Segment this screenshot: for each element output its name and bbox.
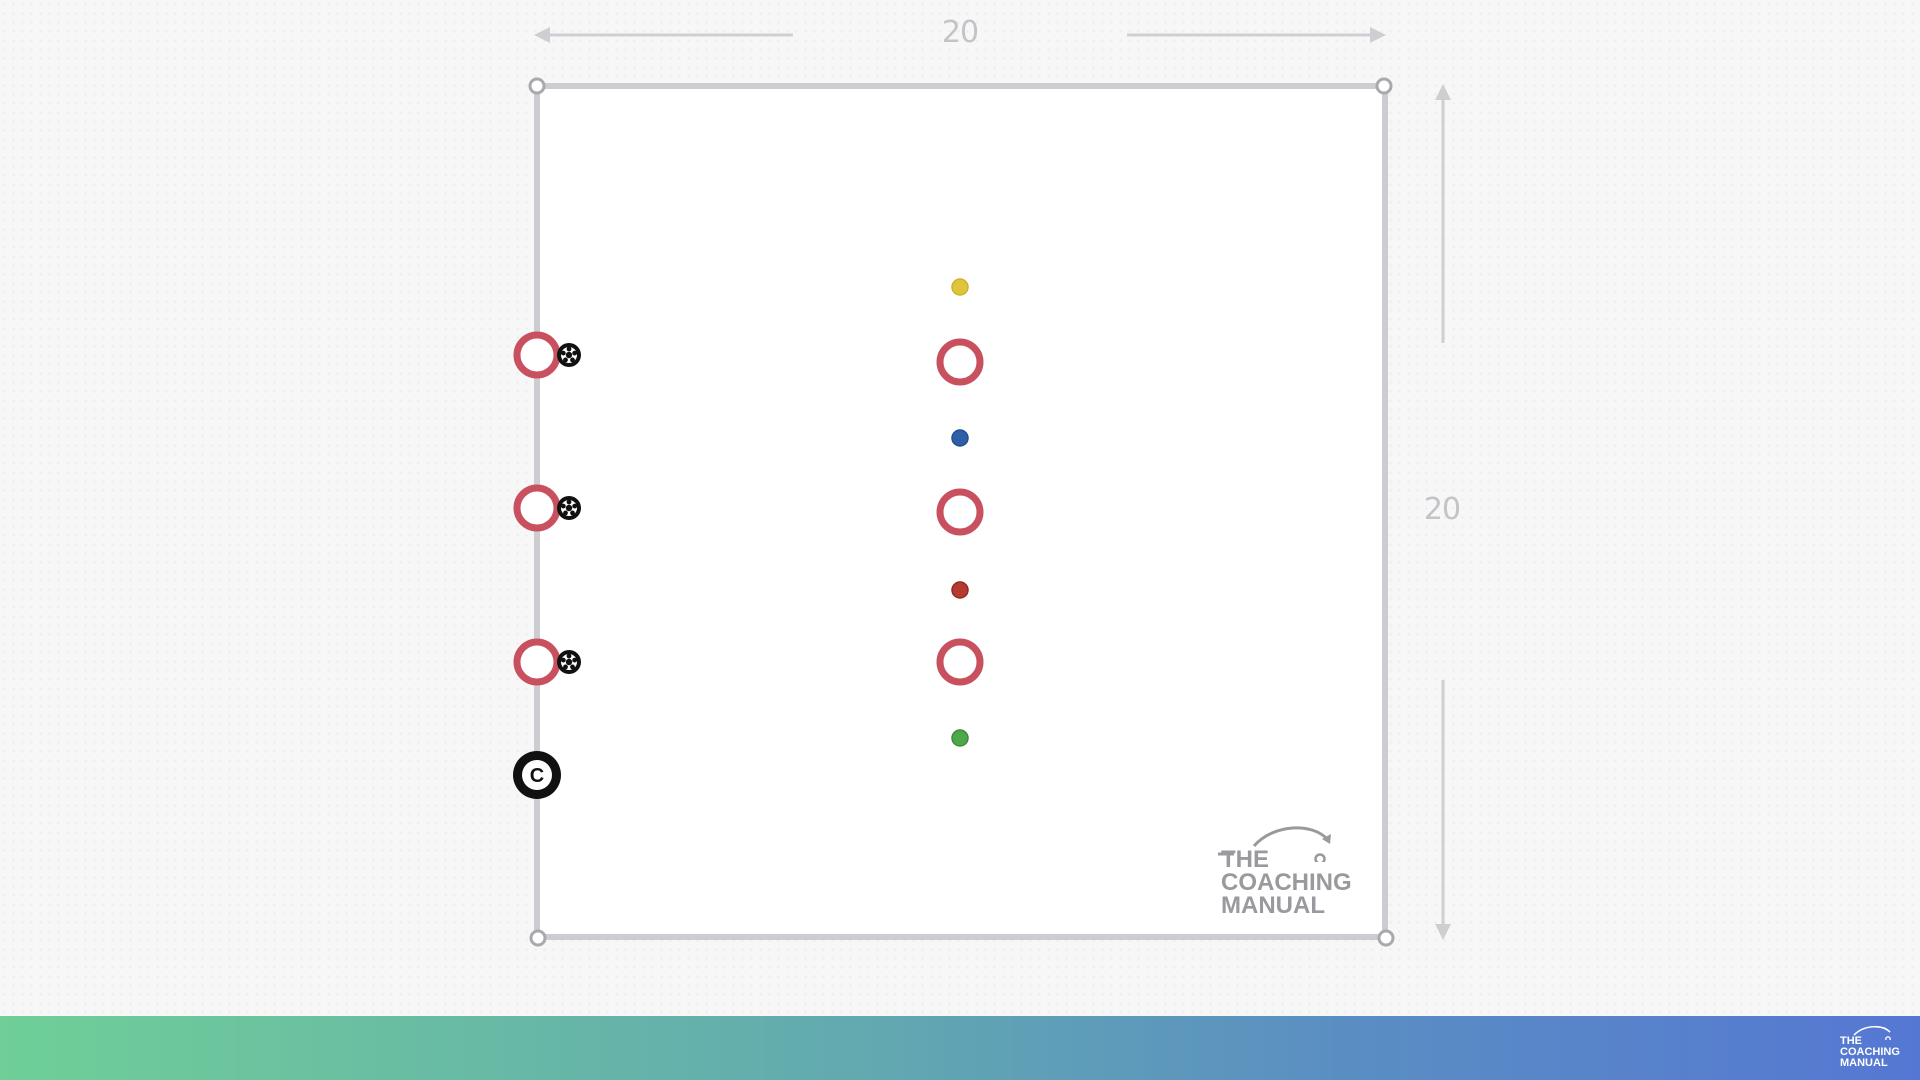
- width-dimension-label: 20: [941, 15, 979, 50]
- footer-logo-line-1: THE: [1840, 1035, 1862, 1047]
- height-dimension-arrows: [1435, 84, 1451, 940]
- yellow-dot-marker: [951, 278, 969, 296]
- center-column: [936, 278, 984, 747]
- width-arrow-right-head: [1370, 27, 1386, 43]
- width-dimension-arrows: [534, 27, 1386, 43]
- footer-swoosh-icon: [1853, 1025, 1891, 1040]
- red-dot-marker: [951, 581, 969, 599]
- blue-dot-marker: [951, 429, 969, 447]
- drill-diagram: C: [513, 27, 1451, 947]
- cone-marker: [513, 638, 561, 686]
- width-arrow-left-head: [534, 27, 550, 43]
- watermark-line-2: COACHING: [1221, 869, 1352, 896]
- footer-logo-line-2: COACHING: [1840, 1046, 1900, 1058]
- cone-marker: [936, 338, 984, 386]
- cone-marker: [936, 638, 984, 686]
- coach-marker: C: [513, 751, 561, 799]
- corner-post-bottom-right: [1377, 929, 1395, 947]
- footer-bar: [0, 1016, 1920, 1080]
- coaching-manual-watermark: THE COACHING MANUAL: [1218, 824, 1368, 920]
- footer-logo-line-3: MANUAL: [1840, 1057, 1888, 1069]
- coach-symbol: C: [530, 765, 544, 787]
- footer-logo: THE COACHING MANUAL: [1838, 1025, 1914, 1074]
- cone-marker: [936, 488, 984, 536]
- height-arrow-bottom-head: [1435, 924, 1451, 940]
- corner-post-top-left: [528, 77, 546, 95]
- ball-icon: [557, 496, 581, 520]
- height-dimension-label: 20: [1423, 492, 1461, 527]
- left-cone-group: [513, 331, 561, 686]
- watermark-line-1: THE: [1221, 846, 1269, 873]
- corner-post-bottom-left: [529, 929, 547, 947]
- cone-marker: [513, 484, 561, 532]
- corner-post-top-right: [1375, 77, 1393, 95]
- green-dot-marker: [951, 729, 969, 747]
- ball-icon: [557, 650, 581, 674]
- ball-icon: [557, 343, 581, 367]
- watermark-swoosh-icon: [1218, 826, 1331, 862]
- height-arrow-top-head: [1435, 84, 1451, 100]
- cone-marker: [513, 331, 561, 379]
- field-corner-posts: [528, 77, 1395, 947]
- watermark-line-3: MANUAL: [1221, 892, 1325, 919]
